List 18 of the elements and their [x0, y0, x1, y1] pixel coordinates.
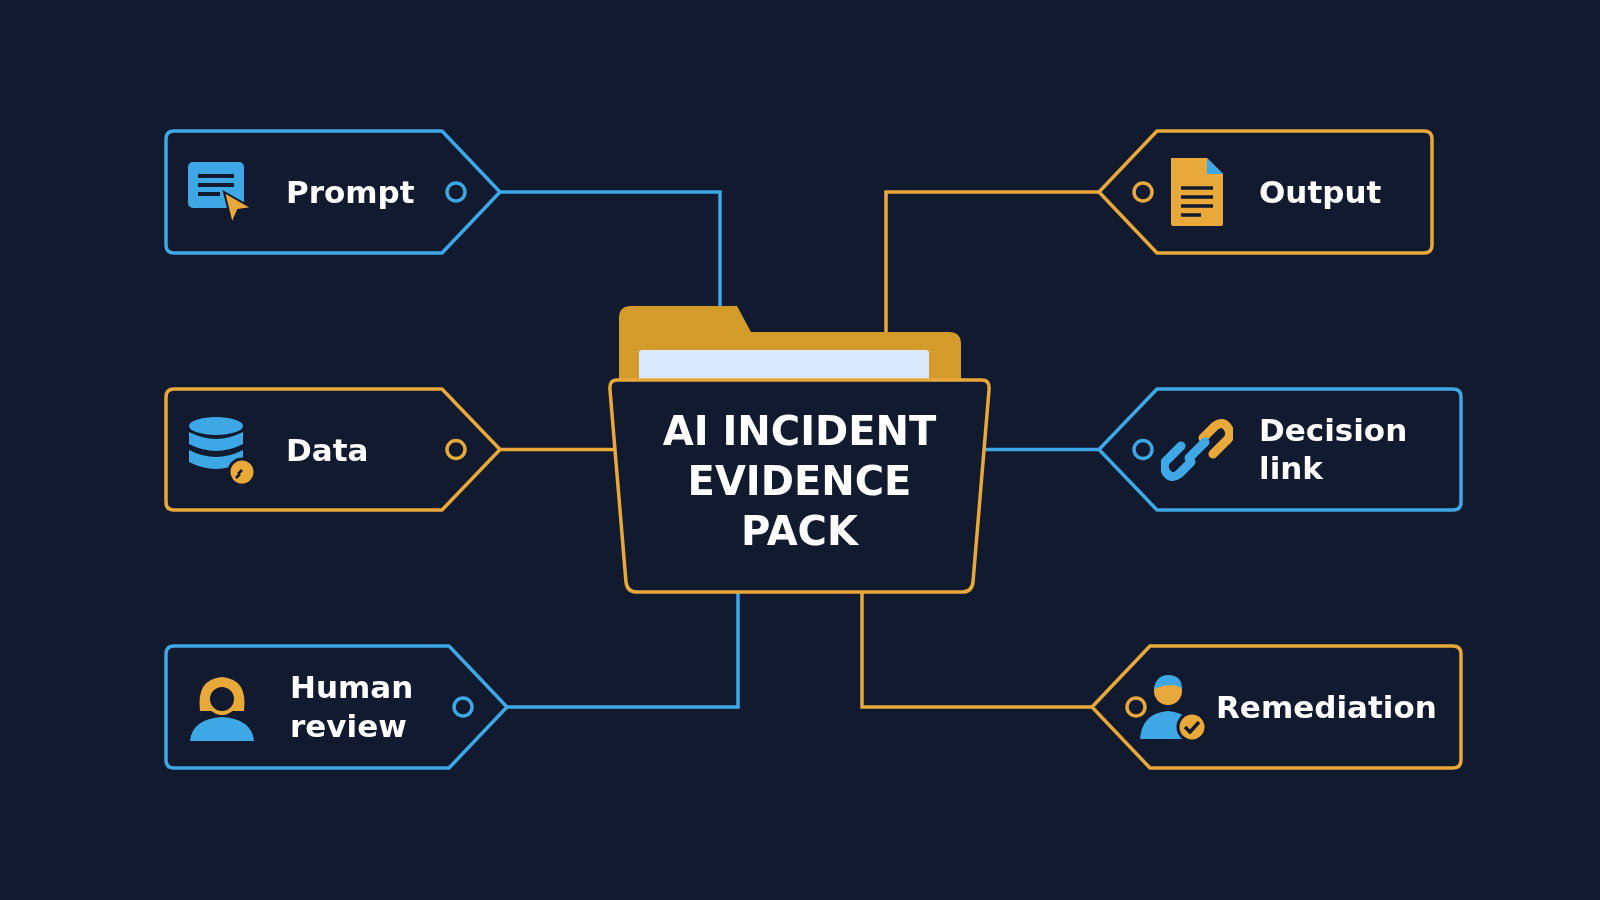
folder-title: AI INCIDENT EVIDENCE PACK	[661, 407, 938, 556]
tag-label: Data	[286, 430, 370, 469]
tag-label: Remediation	[1216, 687, 1438, 727]
tag-box	[166, 131, 500, 253]
tag-box	[1092, 646, 1461, 768]
tag-box	[166, 389, 500, 510]
tag-label: Decision link	[1259, 410, 1409, 489]
tag-label: Human review	[290, 668, 415, 746]
connector-line	[507, 592, 740, 709]
tag-box	[1099, 131, 1432, 253]
folder-box	[609, 306, 990, 592]
tag-box	[1099, 389, 1461, 510]
connector-line	[860, 592, 1092, 709]
tag-box	[166, 646, 507, 768]
connector-line	[500, 190, 722, 306]
connector-line	[884, 190, 1099, 332]
tag-label: Prompt	[286, 172, 416, 212]
tag-label: Output	[1259, 172, 1383, 212]
